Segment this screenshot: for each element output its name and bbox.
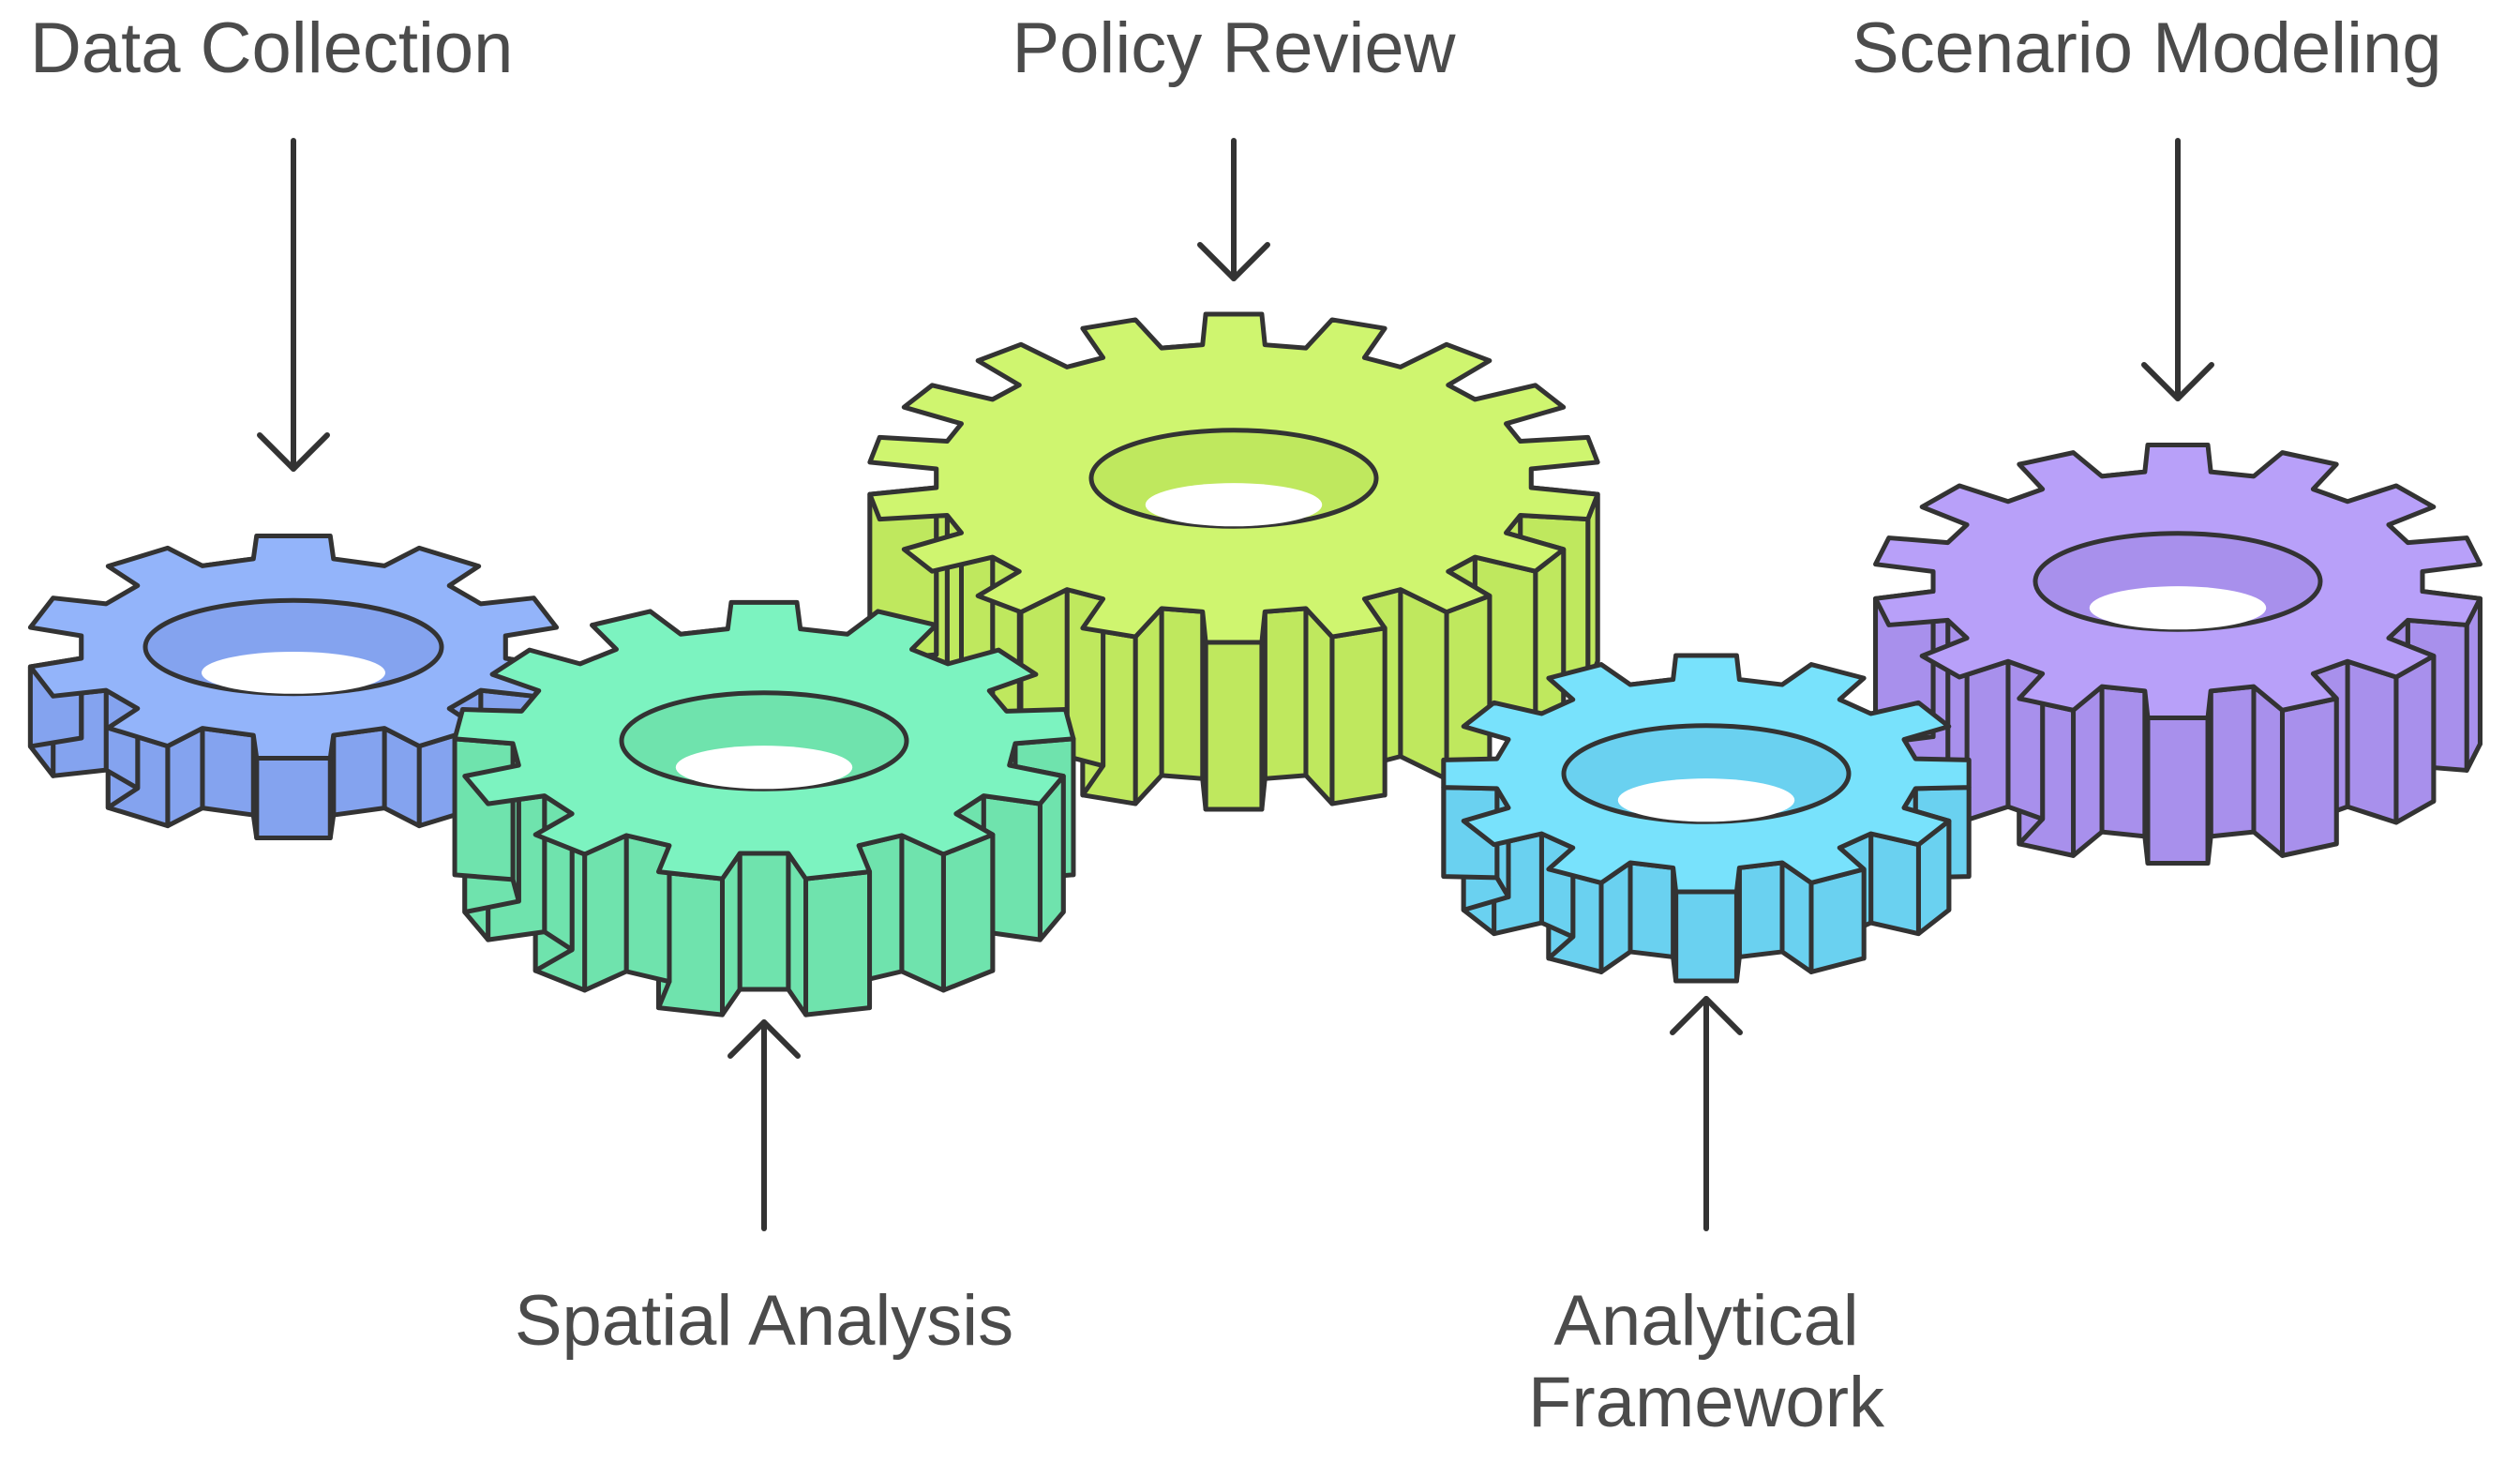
gear-side-face <box>2071 684 2105 858</box>
gear-hole-opening <box>675 746 853 790</box>
gear-side-face <box>2208 684 2257 839</box>
gear-side-face <box>1132 606 1164 806</box>
gear-side-face <box>254 756 333 841</box>
gear-side-face <box>737 851 791 992</box>
arrow-scenario-modeling <box>2141 138 2214 401</box>
gear-analytical-framework <box>1441 653 1972 984</box>
gear-hole-opening <box>1145 483 1323 527</box>
gear-side-face <box>1159 606 1206 781</box>
gear-side-face <box>940 832 996 993</box>
gear-spatial-analysis <box>452 599 1076 1017</box>
gear-side-face <box>803 869 873 1017</box>
gear-side-face <box>1303 606 1335 806</box>
gear-side-analytical-framework <box>1441 677 1972 984</box>
gear-side-face <box>2145 716 2211 867</box>
gear-scenario-modeling <box>1873 442 2482 867</box>
gear-side-face <box>331 726 387 818</box>
gear-side-scenario-modeling <box>1873 469 2482 867</box>
arrow-analytical-framework <box>1670 996 1743 1231</box>
gear-hole-opening <box>2089 586 2267 630</box>
arrow-data-collection <box>257 138 330 472</box>
gear-hole-opening <box>202 651 385 694</box>
gear-hole-opening <box>1617 778 1795 822</box>
arrow-head <box>728 1019 801 1059</box>
gear-side-face <box>1673 889 1739 984</box>
label-data-collection: Data Collection <box>30 8 514 88</box>
label-spatial-analysis: Spatial Analysis <box>514 1281 1014 1361</box>
arrow-policy-review <box>1197 138 1270 281</box>
arrow-head <box>1197 242 1270 281</box>
gear-side-face <box>1444 593 1492 782</box>
label-policy-review: Policy Review <box>1012 8 1456 88</box>
gear-side-face <box>899 833 946 993</box>
label-analytical-framework: Analytical Framework <box>1444 1280 1969 1444</box>
arrow-head <box>1670 996 1743 1035</box>
gear-side-face <box>1262 606 1309 781</box>
gear-side-face <box>2345 658 2399 825</box>
gear-policy-review <box>867 311 1600 812</box>
gear-side-face <box>582 833 629 993</box>
gear-side-face <box>452 736 516 882</box>
label-scenario-modeling: Scenario Modeling <box>1852 8 2442 88</box>
gear-side-face <box>200 726 256 818</box>
gear-side-face <box>1808 867 1867 974</box>
gear-side-face <box>1736 860 1785 959</box>
gear-side-face <box>1628 860 1676 959</box>
arrow-head <box>2141 362 2214 401</box>
arrows <box>257 138 2214 1231</box>
gear-side-face <box>1203 640 1265 812</box>
gear-side-face <box>2279 696 2339 858</box>
gear-side-face <box>2393 653 2437 825</box>
gear-side-face <box>1398 587 1449 782</box>
gear-data-collection <box>27 533 560 841</box>
gear-side-face <box>2251 684 2285 858</box>
gear-side-face <box>1329 625 1388 806</box>
arrow-spatial-analysis <box>728 1019 801 1231</box>
label-analytical-framework-line1: Analytical <box>1553 1281 1859 1361</box>
gear-side-face <box>1868 831 1921 937</box>
gear-side-face <box>2099 684 2148 839</box>
arrow-head <box>257 432 330 472</box>
label-analytical-framework-line2: Framework <box>1527 1363 1885 1443</box>
